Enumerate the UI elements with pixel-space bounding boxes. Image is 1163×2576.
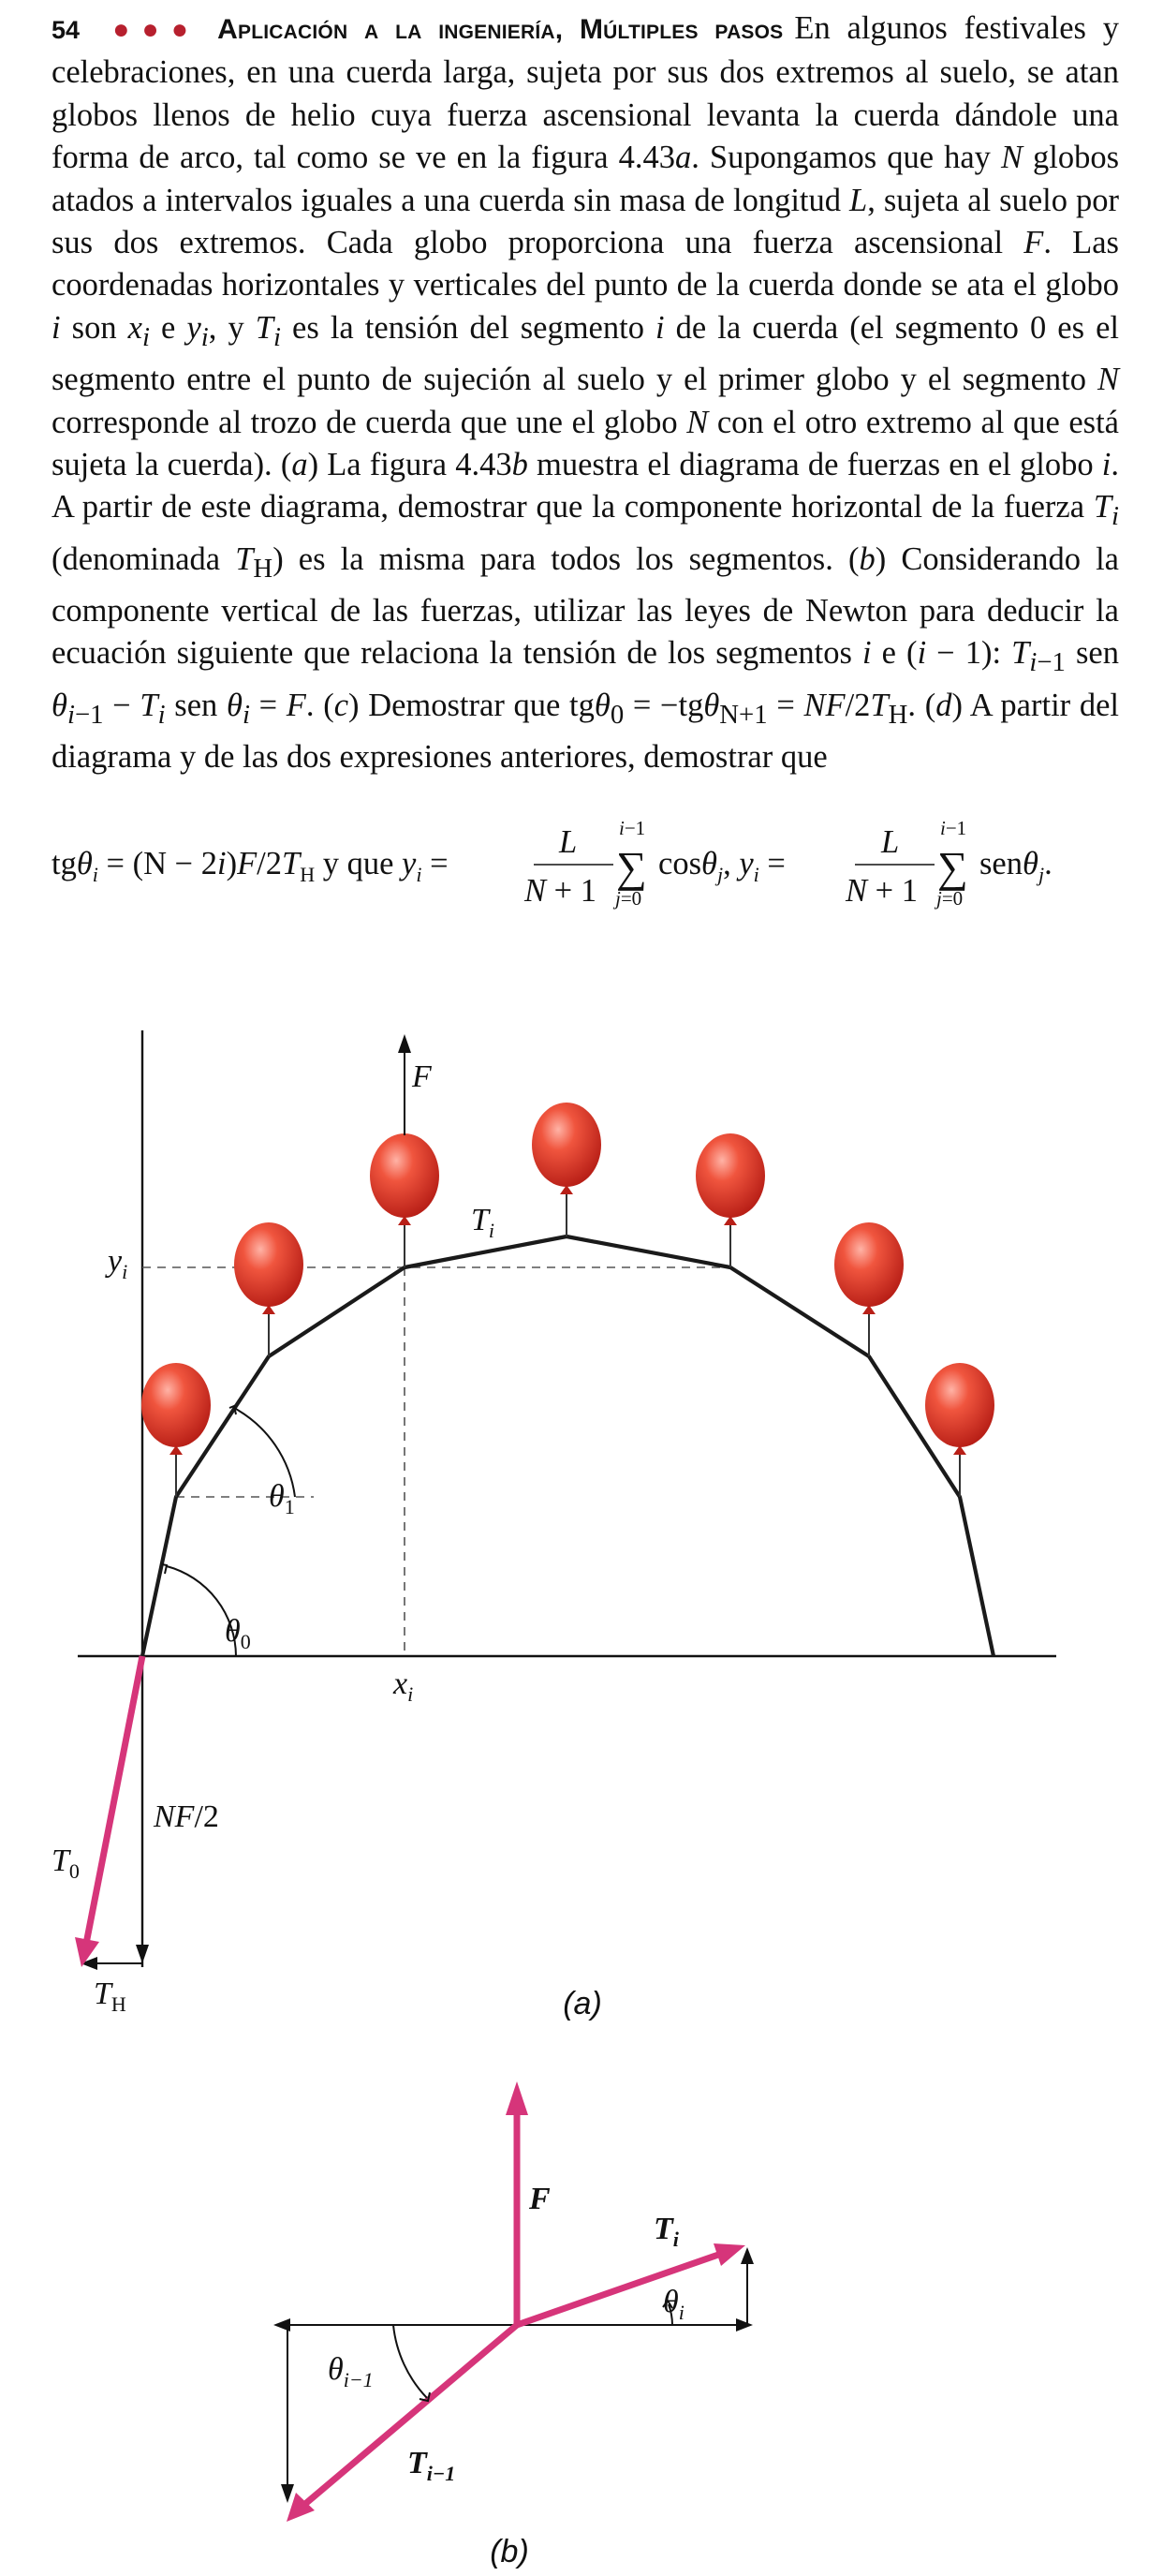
svg-text:i−1: i−1 [940, 817, 966, 839]
balloons [141, 1103, 994, 1497]
svg-text:L: L [558, 824, 577, 860]
problem-text: 54 ●●● Aplicación a la ingeniería, Múltipl… [52, 7, 1119, 778]
caption-a: (a) [563, 1986, 602, 2021]
formula-svg: tgθi = (N − 2i)F/2TH y que yi = L N + 1 … [52, 817, 1053, 910]
svg-text:cosθj, yi =: cosθj, yi = [658, 846, 786, 886]
b-label-thetai: θi [663, 2285, 685, 2324]
svg-text:L: L [880, 824, 899, 860]
label-T0: T0 [52, 1843, 80, 1883]
problem-paragraph: En algunos festivales y celebraciones, e… [52, 10, 1120, 775]
svg-text:tgθi = (N − 2i)F/2TH y que yi: tgθi = (N − 2i)F/2TH y que yi = [52, 846, 449, 886]
svg-text:i−1: i−1 [619, 817, 645, 839]
label-xi: xi [392, 1666, 413, 1706]
dashed-guides [142, 1266, 730, 1656]
svg-text:j=0: j=0 [612, 887, 641, 910]
label-Ti: Ti [471, 1203, 494, 1242]
svg-text:N + 1: N + 1 [845, 873, 918, 909]
balloon-4 [532, 1103, 601, 1236]
b-Ti1-vector [302, 2322, 520, 2507]
balloon-3 [370, 1133, 439, 1267]
balloon-6 [834, 1222, 904, 1356]
svg-text:senθj.: senθj. [979, 846, 1053, 886]
balloon-1 [141, 1363, 211, 1497]
b-label-Ti: Ti [654, 2212, 680, 2251]
b-thetai1-arc [392, 2324, 428, 2399]
figure-a: F Ti yi xi θ1 θ0 NF/2 T0 TH (a) [52, 1030, 1056, 2021]
svg-text:∑: ∑ [937, 843, 968, 891]
label-TH: TH [94, 1976, 126, 2016]
label-theta0: θ0 [225, 1614, 251, 1653]
caption-b: (b) [490, 2534, 529, 2569]
T0-vector [82, 1655, 146, 1945]
label-F: F [411, 1059, 433, 1094]
svg-text:j=0: j=0 [934, 887, 963, 910]
svg-text:∑: ∑ [616, 843, 647, 891]
b-Ti-vector [515, 2250, 723, 2329]
b-thetai-arc [668, 2303, 673, 2326]
label-NF2: NF/2 [153, 1799, 219, 1834]
b-label-Ti1: Ti−1 [407, 2446, 455, 2485]
theta0-arc [166, 1565, 237, 1657]
problem-heading: Aplicación a la ingeniería, Múltiples pa… [217, 14, 784, 45]
figure-b: F Ti Ti−1 θi θi−1 (b) [273, 2081, 754, 2569]
label-yi: yi [105, 1244, 127, 1283]
theta1-arc [233, 1407, 296, 1498]
final-formula: tgθi = (N − 2i)F/2TH y que yi = L N + 1 … [52, 807, 1119, 920]
b-label-F: F [528, 2182, 551, 2216]
label-theta1: θ1 [269, 1479, 295, 1518]
page-number: 54 [52, 16, 81, 44]
svg-text:N + 1: N + 1 [523, 873, 596, 909]
balloon-2 [234, 1222, 303, 1356]
balloon-7 [925, 1363, 994, 1497]
b-label-thetai1: θi−1 [328, 2352, 374, 2391]
difficulty-dots: ●●● [104, 14, 201, 45]
balloon-5 [696, 1133, 765, 1267]
